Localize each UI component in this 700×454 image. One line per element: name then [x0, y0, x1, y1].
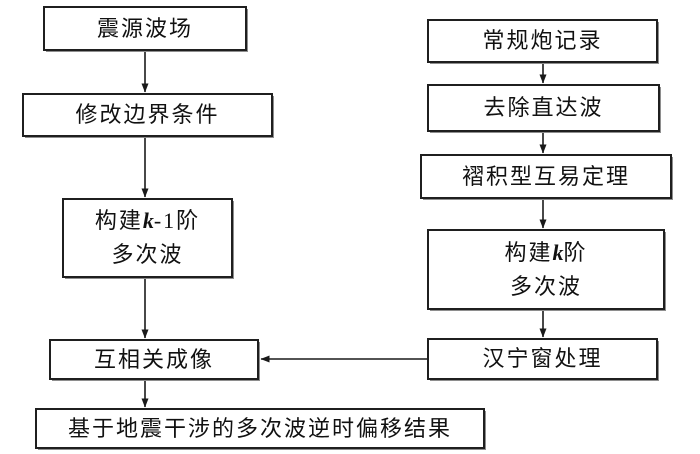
node-label: 修改边界条件 [75, 102, 220, 127]
italic-k: k [552, 239, 564, 265]
node-label-line2: 多次波 [509, 273, 582, 299]
node-label: 基于地震干涉的多次波逆时偏移结果 [67, 415, 452, 441]
node-label: 褶积型互易定理 [461, 163, 630, 189]
node-label-line2: 多次波 [111, 242, 184, 267]
node-convolution-reciprocity-theorem: 褶积型互易定理 [420, 154, 672, 199]
node-label: 震源波场 [96, 15, 193, 41]
node-build-k-minus-1-multiples: 构建k-1阶 多次波 [62, 198, 233, 278]
node-source-wavefield: 震源波场 [43, 6, 247, 51]
node-build-k-multiples: 构建k阶 多次波 [427, 229, 665, 310]
node-label-line1: 构建k-1阶 [94, 208, 201, 233]
node-label: 互相关成像 [93, 346, 214, 372]
node-final-result: 基于地震干涉的多次波逆时偏移结果 [35, 408, 485, 449]
node-modify-boundary-conditions: 修改边界条件 [22, 93, 273, 137]
node-remove-direct-wave: 去除直达波 [427, 84, 660, 132]
node-label-line1: 构建k阶 [504, 239, 588, 265]
node-label: 常规炮记录 [482, 28, 603, 53]
node-hanning-window-processing: 汉宁窗处理 [427, 338, 658, 380]
italic-k: k [142, 208, 154, 233]
node-label: 汉宁窗处理 [482, 346, 603, 371]
node-conventional-shot-records: 常规炮记录 [427, 19, 658, 63]
node-label: 去除直达波 [483, 95, 604, 120]
node-cross-correlation-imaging: 互相关成像 [49, 339, 259, 380]
